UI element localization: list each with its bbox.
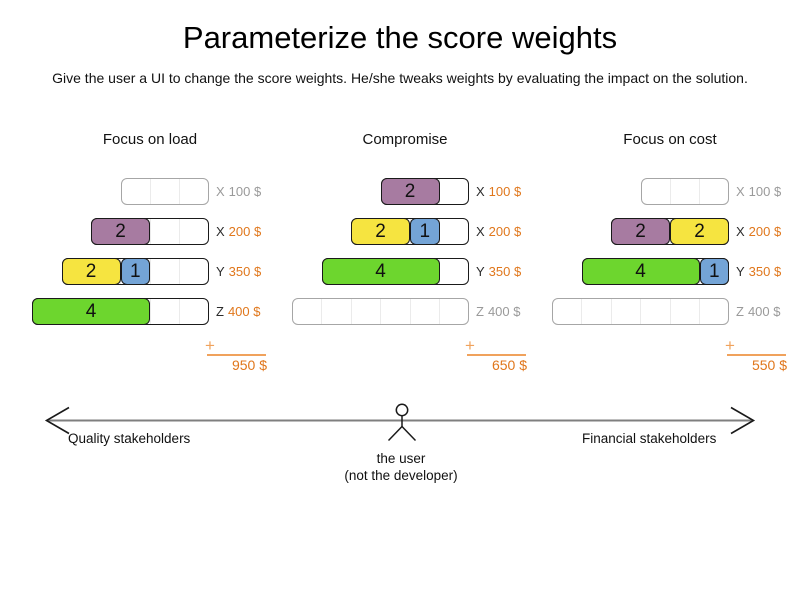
axis-letter: Z (216, 304, 224, 319)
price-label: 350 $ (488, 264, 522, 279)
cell-divider (149, 219, 151, 244)
financial-stakeholders-label: Financial stakeholders (582, 431, 717, 446)
scenario-header-compromise: Compromise (362, 131, 448, 148)
axis-letter: X (736, 184, 745, 199)
cell-divider (179, 219, 180, 244)
price-label: 200 $ (228, 224, 262, 239)
scenario-header-focus-on-cost: Focus on cost (623, 131, 717, 148)
cell-divider (179, 259, 180, 284)
price-label: 400 $ (747, 304, 781, 319)
weight-block: 4 (32, 298, 150, 325)
right-arrowhead-icon (730, 406, 756, 435)
cell-divider (640, 299, 641, 324)
cell-divider (439, 219, 440, 244)
price-label: 200 $ (488, 224, 522, 239)
axis-letter: Z (736, 304, 744, 319)
left-arrowhead-icon (44, 406, 70, 435)
total-cost: 550 $ (751, 357, 787, 373)
cell-divider (409, 299, 411, 324)
scenario-header-focus-on-load: Focus on load (102, 131, 198, 148)
cell-divider (439, 259, 440, 284)
cell-divider (149, 179, 151, 204)
cell-divider (439, 179, 440, 204)
axis-letter: X (476, 224, 485, 239)
cell-divider (581, 299, 582, 324)
weight-block: 1 (410, 218, 440, 245)
cell-divider (350, 299, 352, 324)
sum-line (727, 354, 786, 356)
weight-block: 2 (91, 218, 150, 245)
weight-row-container (552, 298, 729, 325)
weight-row-container (640, 178, 729, 205)
user-label: the user (not the developer) (344, 450, 457, 484)
weight-block: 2 (351, 218, 410, 245)
sum-line (467, 354, 526, 356)
axis-letter: Z (476, 304, 484, 319)
weight-block: 4 (581, 258, 700, 285)
weight-block: 2 (380, 178, 440, 205)
price-label: 400 $ (227, 304, 261, 319)
user-label-line2: (not the developer) (344, 468, 458, 483)
cell-divider (149, 299, 151, 324)
axis-letter: Y (736, 264, 745, 279)
cell-divider (699, 299, 700, 324)
price-label: 100 $ (488, 184, 522, 199)
cell-divider (669, 299, 671, 324)
axis-letter: X (216, 224, 225, 239)
weight-block: 1 (120, 258, 150, 285)
sum-line (207, 354, 266, 356)
user-label-line1: the user (376, 451, 426, 466)
weight-block: 1 (699, 258, 729, 285)
total-cost: 650 $ (491, 357, 527, 373)
axis-letter: X (736, 224, 745, 239)
weight-row-container (292, 298, 469, 325)
page-subtitle: Give the user a UI to change the score w… (52, 70, 748, 86)
plus-sign: + (205, 336, 215, 355)
axis-letter: Y (216, 264, 225, 279)
weight-row-container (120, 178, 209, 205)
cell-divider (149, 259, 151, 284)
axis-letter: X (216, 184, 225, 199)
quality-stakeholders-label: Quality stakeholders (68, 431, 191, 446)
axis-letter: X (476, 184, 485, 199)
price-label: 100 $ (748, 184, 782, 199)
price-label: 350 $ (228, 264, 262, 279)
stick-figure-icon (387, 403, 417, 442)
total-cost: 950 $ (231, 357, 267, 373)
cell-divider (179, 179, 180, 204)
cell-divider (699, 179, 700, 204)
weight-block: 2 (670, 218, 729, 245)
plus-sign: + (725, 336, 735, 355)
weight-block: 4 (321, 258, 440, 285)
cell-divider (610, 299, 612, 324)
weight-block: 2 (61, 258, 121, 285)
cell-divider (669, 179, 671, 204)
price-label: 100 $ (228, 184, 262, 199)
price-label: 200 $ (748, 224, 782, 239)
weight-block: 2 (611, 218, 670, 245)
cell-divider (321, 299, 322, 324)
axis-letter: Y (476, 264, 485, 279)
plus-sign: + (465, 336, 475, 355)
cell-divider (439, 299, 440, 324)
cell-divider (380, 299, 381, 324)
cell-divider (179, 299, 180, 324)
page-title: Parameterize the score weights (182, 20, 618, 55)
price-label: 350 $ (748, 264, 782, 279)
price-label: 400 $ (487, 304, 521, 319)
